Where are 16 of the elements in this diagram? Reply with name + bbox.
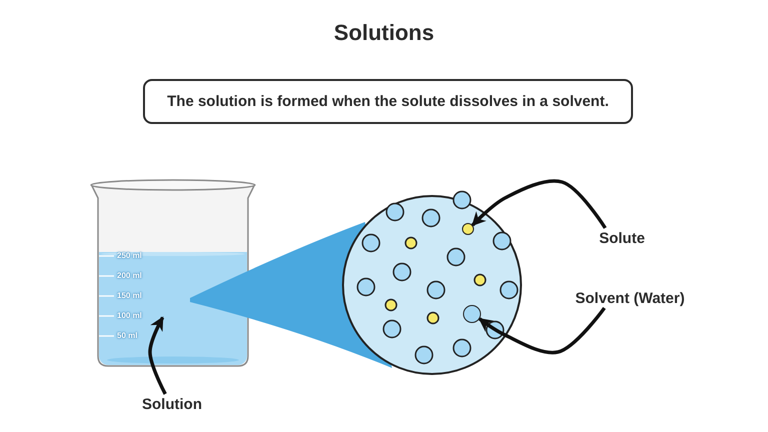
scale-label: 100 ml <box>117 311 142 321</box>
scale-label: 150 ml <box>117 291 142 301</box>
callout-label: Solvent (Water) <box>566 288 694 308</box>
arrow <box>471 179 607 229</box>
title: Solutions <box>332 20 436 46</box>
solute-particle <box>462 223 474 235</box>
callout-label: Solute <box>592 228 652 248</box>
scale-label: 200 ml <box>117 271 142 281</box>
statement-box: The solution is formed when the solute dissolves in a solvent. <box>143 79 633 124</box>
arrow <box>148 316 167 395</box>
scale-label: 250 ml <box>117 251 142 261</box>
beaker-liquid <box>99 252 247 365</box>
solvent-particle <box>463 305 481 323</box>
arrow <box>478 306 606 354</box>
callout-label: Solution <box>130 394 214 414</box>
scale-label: 50 ml <box>117 331 138 341</box>
